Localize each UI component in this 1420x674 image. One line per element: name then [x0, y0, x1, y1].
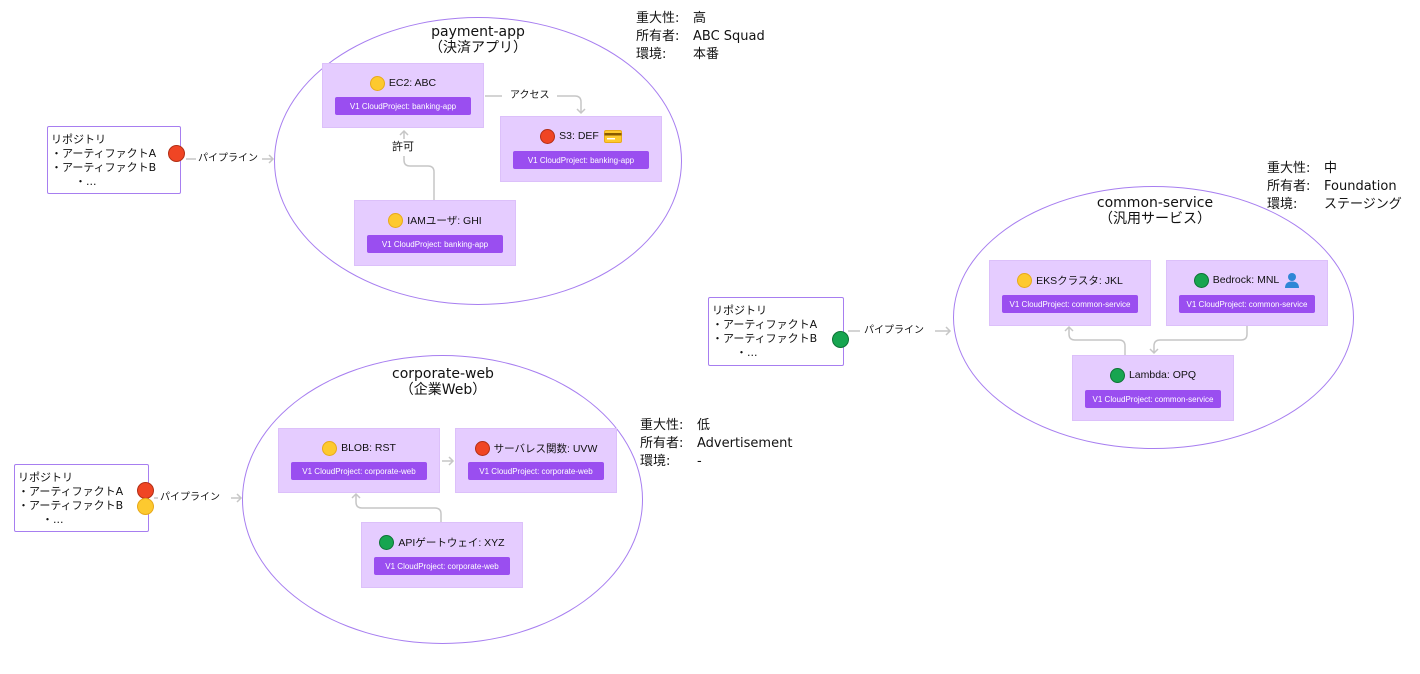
repo-status-dot-yellow: [137, 498, 154, 515]
status-dot-red: [474, 440, 490, 456]
resource-node-eks-cluster-jkl[interactable]: EKSクラスタ: JKL V1 CloudProject: common-ser…: [989, 260, 1151, 326]
severity-label: 重大性:: [1267, 161, 1311, 176]
severity-label: 重大性:: [636, 11, 680, 26]
resource-node-bedrock-mnl[interactable]: Bedrock: MNL V1 CloudProject: common-ser…: [1166, 260, 1328, 326]
repo-artifact-a: ・アーティファクトA: [18, 485, 124, 498]
group-boundary-common-service[interactable]: [953, 186, 1354, 449]
pipeline-label: パイプライン: [158, 492, 222, 504]
resource-node-s3-def[interactable]: S3: DEF V1 CloudProject: banking-app: [500, 116, 662, 182]
project-badge: V1 CloudProject: common-service: [1179, 295, 1315, 313]
repo-artifact-more: ・...: [736, 346, 758, 359]
node-label: IAMユーザ: GHI: [407, 214, 482, 227]
group-name: common-service: [1096, 195, 1214, 211]
node-label: Lambda: OPQ: [1128, 369, 1197, 381]
group-meta-payment-app: 重大性: 高 所有者: ABC Squad 環境: 本番: [636, 10, 765, 64]
status-dot-green: [379, 534, 395, 550]
owner-value: Foundation: [1324, 179, 1397, 194]
status-dot-yellow: [388, 212, 404, 228]
resource-node-blob-rst[interactable]: BLOB: RST V1 CloudProject: corporate-web: [278, 428, 440, 493]
group-name: payment-app: [431, 24, 525, 40]
project-badge: V1 CloudProject: banking-app: [367, 235, 503, 253]
edge-pipeline-common: [848, 326, 952, 336]
project-badge: V1 CloudProject: corporate-web: [291, 462, 427, 480]
project-badge: V1 CloudProject: corporate-web: [468, 462, 604, 480]
status-dot-yellow: [369, 75, 385, 91]
node-label: APIゲートウェイ: XYZ: [398, 536, 505, 549]
resource-node-serverless-uvw[interactable]: サーバレス関数: UVW V1 CloudProject: corporate-…: [455, 428, 617, 493]
project-badge: V1 CloudProject: banking-app: [335, 97, 471, 115]
repo-artifact-a: ・アーティファクトA: [51, 147, 157, 160]
resource-node-iam-user-ghi[interactable]: IAMユーザ: GHI V1 CloudProject: banking-app: [354, 200, 516, 266]
repository-box-corporate-web[interactable]: リポジトリ ・アーティファクトA ・アーティファクトB ・...: [14, 464, 149, 532]
pipeline-label: パイプライン: [196, 153, 260, 165]
group-subtitle: （決済アプリ）: [429, 40, 527, 56]
node-label: EC2: ABC: [388, 77, 437, 89]
severity-value: 中: [1324, 161, 1338, 176]
status-dot-green: [1193, 272, 1209, 288]
group-meta-common-service: 重大性: 中 所有者: Foundation 環境: ステージング: [1267, 160, 1402, 214]
status-dot-yellow: [322, 440, 338, 456]
environment-value: -: [697, 454, 702, 469]
repo-title: リポジトリ: [712, 304, 767, 317]
project-badge: V1 CloudProject: common-service: [1085, 390, 1221, 408]
resource-node-ec2-abc[interactable]: EC2: ABC V1 CloudProject: banking-app: [322, 63, 484, 128]
owner-label: 所有者:: [640, 436, 684, 451]
owner-label: 所有者:: [636, 29, 680, 44]
group-title-corporate-web: corporate-web （企業Web）: [343, 366, 543, 398]
repository-box-common-service[interactable]: リポジトリ ・アーティファクトA ・アーティファクトB ・...: [708, 297, 844, 366]
environment-label: 環境:: [640, 454, 671, 469]
severity-label: 重大性:: [640, 418, 684, 433]
owner-label: 所有者:: [1267, 179, 1311, 194]
project-badge: V1 CloudProject: common-service: [1002, 295, 1138, 313]
status-dot-yellow: [1017, 272, 1033, 288]
repo-status-dot-red: [137, 482, 154, 499]
owner-value: ABC Squad: [693, 29, 765, 44]
repo-artifact-more: ・...: [75, 175, 97, 188]
edge-label-access: アクセス: [508, 90, 552, 102]
repo-artifact-b: ・アーティファクトB: [51, 161, 157, 174]
resource-node-api-gateway-xyz[interactable]: APIゲートウェイ: XYZ V1 CloudProject: corporat…: [361, 522, 523, 588]
project-badge: V1 CloudProject: banking-app: [513, 151, 649, 169]
credit-card-icon: [603, 129, 622, 143]
group-title-common-service: common-service （汎用サービス）: [1055, 195, 1255, 227]
edge-pipeline-payment: [186, 154, 275, 164]
node-label: Bedrock: MNL: [1212, 274, 1280, 286]
severity-value: 低: [697, 418, 711, 433]
group-meta-corporate-web: 重大性: 低 所有者: Advertisement 環境: -: [640, 417, 792, 471]
status-dot-red: [540, 128, 556, 144]
repo-artifact-more: ・...: [42, 513, 64, 526]
environment-label: 環境:: [1267, 197, 1298, 212]
node-label: EKSクラスタ: JKL: [1036, 274, 1123, 287]
repo-status-dot-red: [168, 145, 185, 162]
environment-label: 環境:: [636, 47, 667, 62]
repo-status-dot-green: [832, 331, 849, 348]
node-label: S3: DEF: [559, 130, 599, 142]
repo-artifact-a: ・アーティファクトA: [712, 318, 818, 331]
project-badge: V1 CloudProject: corporate-web: [374, 557, 510, 575]
repo-artifact-b: ・アーティファクトB: [18, 499, 124, 512]
node-label: サーバレス関数: UVW: [493, 442, 598, 455]
user-icon: [1284, 272, 1300, 288]
group-subtitle: （汎用サービス）: [1099, 211, 1211, 227]
group-subtitle: （企業Web）: [399, 382, 487, 398]
group-boundary-payment-app[interactable]: [274, 17, 682, 305]
status-dot-green: [1109, 367, 1125, 383]
group-boundary-corporate-web[interactable]: [242, 355, 643, 644]
repo-artifact-b: ・アーティファクトB: [712, 332, 818, 345]
node-label: BLOB: RST: [341, 442, 396, 454]
environment-value: 本番: [693, 47, 720, 62]
owner-value: Advertisement: [697, 436, 793, 451]
severity-value: 高: [693, 11, 707, 26]
resource-node-lambda-opq[interactable]: Lambda: OPQ V1 CloudProject: common-serv…: [1072, 355, 1234, 421]
repository-box-payment-app[interactable]: リポジトリ ・アーティファクトA ・アーティファクトB ・...: [47, 126, 181, 194]
pipeline-label: パイプライン: [862, 325, 926, 337]
repo-title: リポジトリ: [18, 471, 73, 484]
repo-title: リポジトリ: [51, 133, 106, 146]
group-title-payment-app: payment-app （決済アプリ）: [378, 24, 578, 56]
environment-value: ステージング: [1324, 197, 1402, 212]
edge-label-allow: 許可: [392, 140, 414, 153]
group-name: corporate-web: [392, 366, 494, 382]
